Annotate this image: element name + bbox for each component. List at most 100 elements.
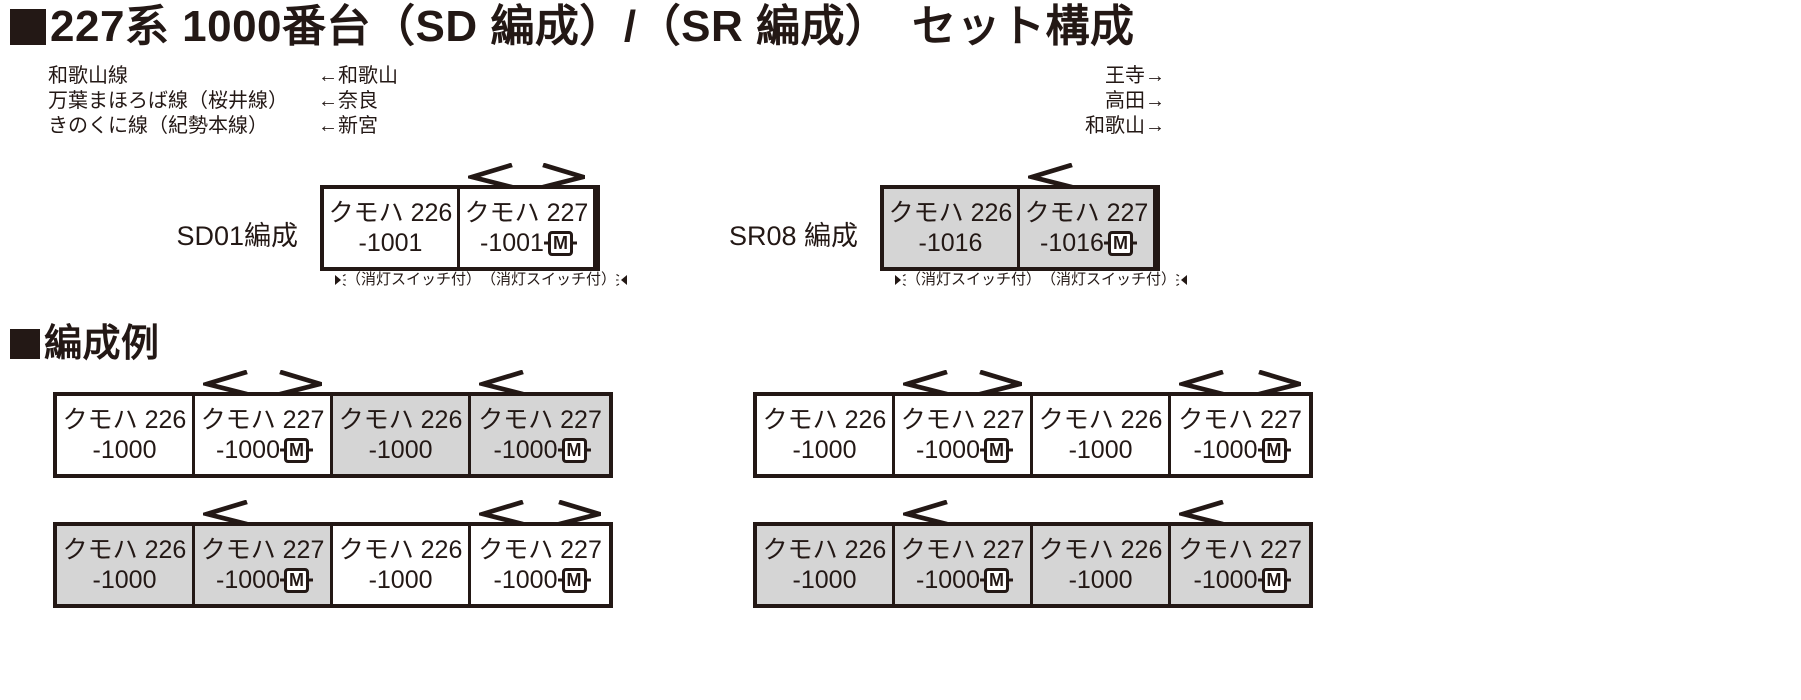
car-type-label: クモハ 226 [1038, 536, 1163, 564]
car-type-label: クモハ 227 [200, 406, 325, 434]
car-type-label: クモハ 226 [328, 199, 453, 227]
pantograph-layer [195, 500, 330, 526]
car-cell: クモハ 226-1000 [757, 396, 896, 474]
car-type-label: クモハ 227 [1178, 536, 1302, 564]
car-number-label: -1000 [1068, 436, 1133, 464]
car-number-label: -1016 [918, 229, 983, 257]
pantograph-right-icon [555, 500, 602, 526]
pantograph-left-icon [203, 370, 249, 396]
motor-car-badge: M [1107, 230, 1133, 256]
pantograph-left-icon [479, 370, 525, 396]
car-type-label: クモハ 227 [478, 406, 602, 434]
headlight-icon [890, 272, 906, 288]
filled-square-icon [10, 9, 46, 45]
pantograph-layer [460, 163, 593, 189]
headlight-switch-note-text: （消灯スイッチ付） [346, 271, 482, 288]
headlight-icon [330, 272, 346, 288]
car-number-label: -1000 [792, 436, 857, 464]
pantograph-left-icon [479, 500, 525, 526]
car-cell: クモハ 226-1000 [333, 526, 472, 604]
car-number-label: -1000 [368, 436, 433, 464]
route-left-terminus: ←和歌山 [318, 65, 398, 87]
route-right-terminus: 王寺→ [1105, 65, 1165, 87]
motor-car-badge: M [284, 437, 309, 463]
car-cell: クモハ 226-1001 [324, 189, 460, 267]
car-type-label: クモハ 227 [1178, 406, 1302, 434]
pantograph-layer [1171, 500, 1309, 526]
car-cell: クモハ 226-1016 [884, 189, 1020, 267]
route-line-name: 万葉まほろば線（桜井線） [48, 90, 288, 112]
car-type-label: クモハ 226 [762, 406, 887, 434]
headlight-switch-note: （消灯スイッチ付） [481, 270, 638, 290]
pantograph-layer [895, 500, 1030, 526]
car-cell: クモハ 226-1000 [1033, 526, 1172, 604]
pantograph-left-icon [1028, 163, 1074, 189]
car-cell: クモハ 226-1000 [1033, 396, 1172, 474]
car-number-label: -1000 [92, 566, 157, 594]
route-left-terminus: ←新宮 [318, 115, 378, 137]
car-type-label: クモハ 227 [478, 536, 602, 564]
car-type-label: クモハ 227 [900, 536, 1025, 564]
set-label: SD01編成 [176, 221, 298, 251]
motor-car-badge: M [561, 567, 587, 593]
car-type-label: クモハ 226 [888, 199, 1013, 227]
car-number-label: -1000 [368, 566, 433, 594]
car-type-label: クモハ 227 [464, 199, 589, 227]
pantograph-left-icon [903, 370, 949, 396]
headlight-switch-note-text: （消灯スイッチ付） [906, 271, 1042, 288]
page-title: 227系 1000番台（SD 編成）/（SR 編成） セット構成 [10, 5, 1134, 49]
headlight-switch-note-text: （消灯スイッチ付） [481, 271, 617, 288]
car-cell: クモハ 226-1000 [57, 396, 196, 474]
pantograph-layer [1171, 370, 1309, 396]
car-type-label: クモハ 226 [338, 536, 463, 564]
pantograph-layer [895, 370, 1030, 396]
pantograph-left-icon [468, 163, 514, 189]
filled-square-icon [10, 329, 40, 359]
car-type-label: クモハ 226 [62, 536, 187, 564]
pantograph-right-icon [276, 370, 323, 396]
pantograph-layer [195, 370, 330, 396]
pantograph-left-icon [903, 500, 949, 526]
route-line-name: きのくに線（紀勢本線） [48, 115, 268, 137]
headlight-switch-notes: （消灯スイッチ付）（消灯スイッチ付） [884, 270, 1188, 290]
motor-car-badge: M [561, 437, 587, 463]
car-type-label: クモハ 227 [200, 536, 325, 564]
examples-heading-text: 編成例 [44, 323, 160, 365]
headlight-switch-note: （消灯スイッチ付） [1041, 270, 1198, 290]
pantograph-left-icon [203, 500, 249, 526]
headlight-icon [1176, 272, 1192, 288]
route-line-list: 和歌山線 ←和歌山 万葉まほろば線（桜井線） ←奈良 きのくに線（紀勢本線） ←… [48, 64, 398, 139]
motor-car-badge: M [984, 437, 1009, 463]
pantograph-right-icon [539, 163, 585, 189]
pantograph-layer [471, 370, 609, 396]
car-type-label: クモハ 226 [762, 536, 887, 564]
car-cell: クモハ 226-1000 [333, 396, 472, 474]
car-type-label: クモハ 226 [338, 406, 463, 434]
route-row: 和歌山線 ←和歌山 [48, 64, 398, 89]
car-type-label: クモハ 226 [62, 406, 187, 434]
set-label: SR08 編成 [728, 221, 858, 251]
pantograph-right-icon [976, 370, 1023, 396]
route-line-name: 和歌山線 [48, 65, 128, 87]
headlight-switch-note: （消灯スイッチ付） [884, 270, 1041, 290]
